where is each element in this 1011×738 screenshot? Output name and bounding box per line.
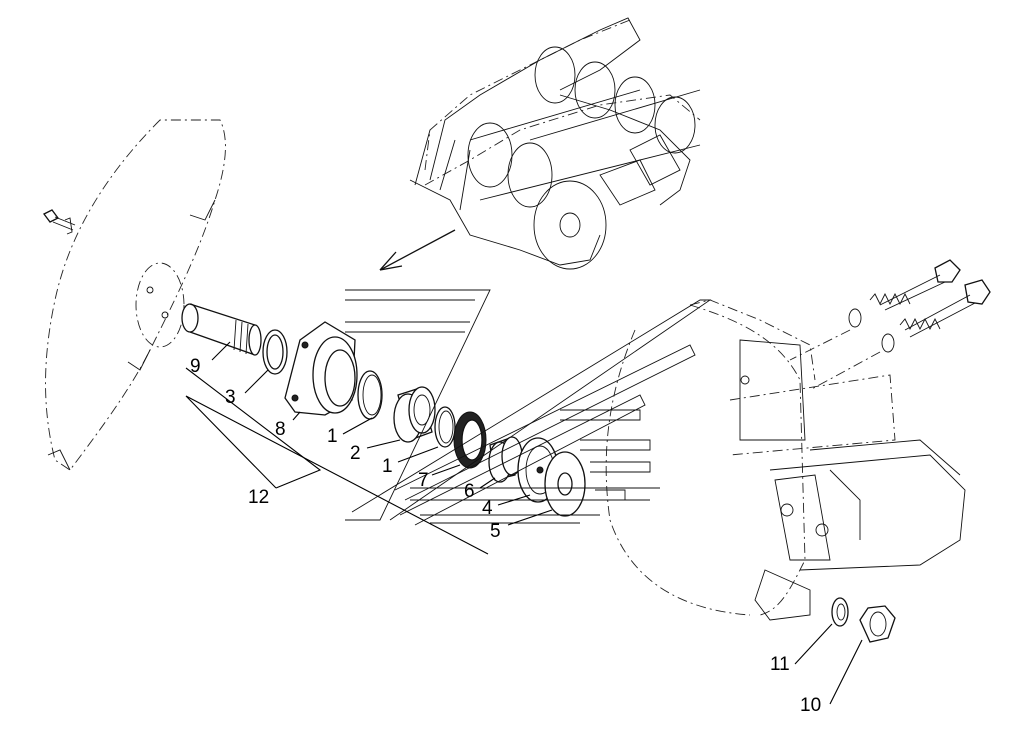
callout-labels: 9 3 8 1 2 1 7 6 4 5 12 11 10: [190, 356, 821, 716]
part-6-bushing: [488, 436, 523, 483]
callout-12: 12: [248, 487, 269, 508]
part-3-ring: [262, 329, 288, 375]
callout-1-first: 1: [327, 426, 338, 447]
part-1-circlip-b: [434, 406, 456, 448]
direction-arrow-icon: [379, 229, 456, 271]
callout-10: 10: [800, 695, 821, 716]
harrow-overview-illustration: [409, 17, 701, 270]
part-11-lock-washer: [831, 597, 849, 627]
callout-5: 5: [490, 521, 501, 542]
spring-bolt-lower: [881, 279, 991, 353]
callout-1-second: 1: [382, 456, 393, 477]
spring-bolt-upper: [848, 259, 961, 328]
spring-bolts: [789, 259, 991, 391]
part-9-axle: [181, 303, 262, 356]
callout-2: 2: [350, 443, 361, 464]
overview-disc-row: [467, 46, 701, 270]
callout-4: 4: [482, 498, 493, 519]
kit-group-outlines: [345, 289, 712, 526]
part-2-sleeve: [393, 386, 436, 443]
disc-blade: [45, 119, 226, 471]
callout-11: 11: [770, 654, 790, 675]
callout-6: 6: [464, 481, 475, 502]
part-8-housing: [284, 321, 358, 416]
part-1-circlip-a: [357, 370, 383, 420]
callout-3: 3: [225, 387, 236, 408]
callout-9: 9: [190, 356, 201, 377]
parts-exploded-view: [181, 303, 896, 643]
part-5-washer: [544, 451, 586, 517]
disc-bolt: [43, 209, 76, 235]
leader-lines: [185, 341, 863, 705]
part-10-nut: [859, 605, 896, 643]
callout-7: 7: [418, 470, 429, 491]
callout-8: 8: [275, 419, 286, 440]
frame-arm: [605, 299, 966, 621]
